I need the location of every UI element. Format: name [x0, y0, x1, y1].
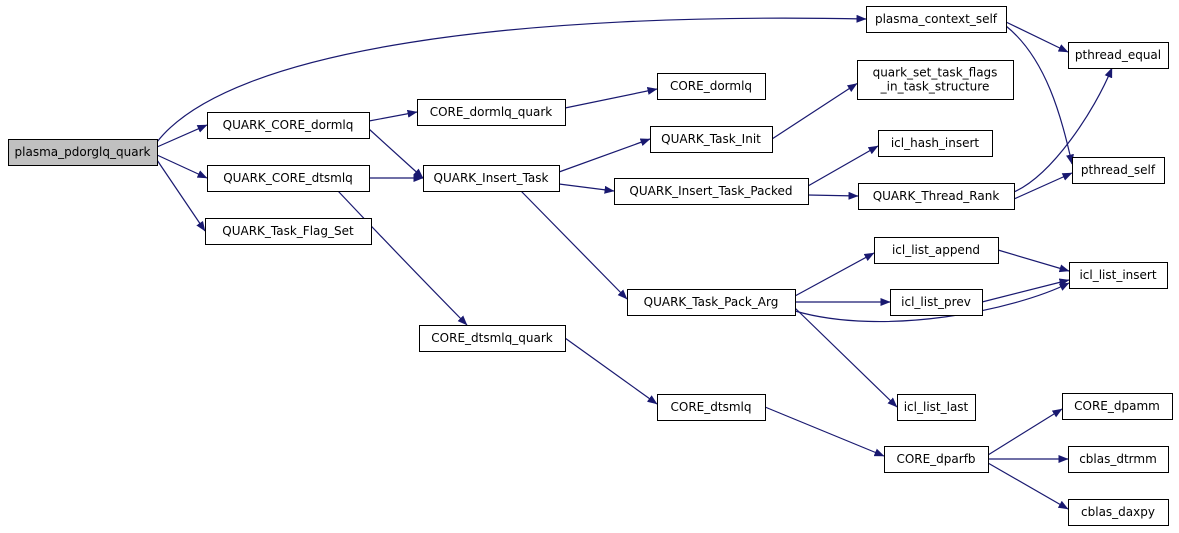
edge-plasma_context_self--pthread_equal	[1005, 21, 1069, 53]
node-QUARK_CORE_dormlq[interactable]: QUARK_CORE_dormlq	[207, 112, 370, 139]
node-plasma_pdorglq_quark[interactable]: plasma_pdorglq_quark	[8, 139, 158, 166]
node-QUARK_Thread_Rank[interactable]: QUARK_Thread_Rank	[858, 183, 1015, 210]
node-box-plasma_context_self[interactable]	[866, 6, 1007, 33]
edge-icl_list_append--icl_list_insert	[997, 249, 1070, 273]
node-QUARK_Insert_Task[interactable]: QUARK_Insert_Task	[423, 165, 560, 192]
edge-CORE_dparfb--CORE_dpamm	[987, 408, 1063, 456]
edge-plasma_pdorglq_quark--plasma_context_self	[156, 14, 867, 143]
edge-QUARK_Insert_Task--QUARK_Task_Init	[558, 138, 651, 173]
node-box-QUARK_Task_Pack_Arg[interactable]	[627, 289, 796, 316]
node-box-QUARK_Task_Init[interactable]	[650, 126, 773, 153]
node-QUARK_Insert_Task_Packed[interactable]: QUARK_Insert_Task_Packed	[614, 178, 809, 205]
node-box-QUARK_Insert_Task[interactable]	[423, 165, 560, 192]
node-box-cblas_dtrmm[interactable]	[1068, 446, 1169, 473]
node-cblas_daxpy[interactable]: cblas_daxpy	[1068, 499, 1169, 526]
node-plasma_context_self[interactable]: plasma_context_self	[866, 6, 1007, 33]
edge-QUARK_Task_Pack_Arg--icl_list_append	[794, 252, 875, 297]
node-pthread_self[interactable]: pthread_self	[1072, 157, 1165, 184]
edge-QUARK_Task_Init--quark_set_task_flags_in_task_structure	[771, 82, 858, 140]
edge-icl_list_prev--icl_list_insert	[981, 278, 1070, 303]
node-QUARK_Task_Pack_Arg[interactable]: QUARK_Task_Pack_Arg	[627, 289, 796, 316]
edge-QUARK_Thread_Rank--pthread_equal	[1013, 67, 1113, 193]
node-CORE_dormlq[interactable]: CORE_dormlq	[657, 73, 766, 100]
node-box-cblas_daxpy[interactable]	[1068, 499, 1169, 526]
edge-QUARK_Task_Pack_Arg--icl_list_insert	[794, 282, 1070, 323]
node-icl_list_insert[interactable]: icl_list_insert	[1069, 262, 1168, 289]
node-CORE_dtsmlq_quark[interactable]: CORE_dtsmlq_quark	[419, 325, 566, 352]
edge-plasma_context_self--pthread_self	[1005, 25, 1074, 165]
edge-QUARK_Task_Pack_Arg--icl_list_last	[794, 307, 898, 408]
node-QUARK_Task_Init[interactable]: QUARK_Task_Init	[650, 126, 773, 153]
edge-plasma_pdorglq_quark--QUARK_Task_Flag_Set	[156, 159, 206, 232]
edge-CORE_dtsmlq--CORE_dparfb	[764, 406, 885, 457]
edge-plasma_pdorglq_quark--QUARK_CORE_dtsmlq	[156, 154, 208, 179]
edge-CORE_dparfb--cblas_daxpy	[987, 462, 1069, 510]
node-box-CORE_dparfb[interactable]	[884, 446, 989, 473]
node-CORE_dtsmlq[interactable]: CORE_dtsmlq	[657, 394, 766, 421]
node-box-icl_list_append[interactable]	[874, 237, 999, 264]
node-box-plasma_pdorglq_quark[interactable]	[8, 139, 158, 166]
node-box-icl_hash_insert[interactable]	[878, 130, 993, 157]
node-box-quark_set_task_flags_in_task_structure[interactable]	[857, 60, 1014, 100]
node-box-CORE_dtsmlq_quark[interactable]	[419, 325, 566, 352]
node-icl_hash_insert[interactable]: icl_hash_insert	[878, 130, 993, 157]
node-box-QUARK_CORE_dtsmlq[interactable]	[207, 165, 370, 192]
edge-QUARK_Insert_Task--QUARK_Insert_Task_Packed	[558, 183, 615, 194]
node-box-pthread_equal[interactable]	[1068, 42, 1169, 69]
node-icl_list_prev[interactable]: icl_list_prev	[890, 289, 983, 316]
node-box-icl_list_last[interactable]	[897, 394, 976, 421]
node-icl_list_append[interactable]: icl_list_append	[874, 237, 999, 264]
edge-plasma_pdorglq_quark--QUARK_CORE_dormlq	[156, 124, 208, 148]
node-box-CORE_dpamm[interactable]	[1062, 393, 1173, 420]
node-box-QUARK_CORE_dormlq[interactable]	[207, 112, 370, 139]
node-box-CORE_dormlq[interactable]	[657, 73, 766, 100]
edge-QUARK_CORE_dormlq--CORE_dormlq_quark	[368, 109, 418, 122]
edges-layer	[156, 14, 1113, 510]
edge-QUARK_Insert_Task_Packed--icl_hash_insert	[807, 145, 879, 187]
node-box-CORE_dtsmlq[interactable]	[657, 394, 766, 421]
node-CORE_dormlq_quark[interactable]: CORE_dormlq_quark	[417, 99, 566, 126]
node-quark_set_task_flags_in_task_structure[interactable]: quark_set_task_flags_in_task_structure	[857, 60, 1014, 100]
edge-CORE_dormlq_quark--CORE_dormlq	[564, 87, 658, 109]
node-pthread_equal[interactable]: pthread_equal	[1068, 42, 1169, 69]
node-box-pthread_self[interactable]	[1072, 157, 1165, 184]
node-QUARK_Task_Flag_Set[interactable]: QUARK_Task_Flag_Set	[205, 218, 372, 245]
edge-QUARK_Insert_Task--QUARK_Task_Pack_Arg	[520, 190, 628, 300]
node-box-QUARK_Insert_Task_Packed[interactable]	[614, 178, 809, 205]
edge-QUARK_CORE_dtsmlq--CORE_dtsmlq_quark	[337, 190, 468, 326]
edge-QUARK_Insert_Task_Packed--QUARK_Thread_Rank	[807, 191, 859, 200]
node-CORE_dpamm[interactable]: CORE_dpamm	[1062, 393, 1173, 420]
node-box-QUARK_Thread_Rank[interactable]	[858, 183, 1015, 210]
edge-QUARK_CORE_dormlq--QUARK_Insert_Task	[368, 128, 424, 179]
node-box-icl_list_prev[interactable]	[890, 289, 983, 316]
node-cblas_dtrmm[interactable]: cblas_dtrmm	[1068, 446, 1169, 473]
nodes-layer: plasma_pdorglq_quark QUARK_CORE_dormlqQUA…	[8, 6, 1173, 526]
node-box-QUARK_Task_Flag_Set[interactable]	[205, 218, 372, 245]
node-CORE_dparfb[interactable]: CORE_dparfb	[884, 446, 989, 473]
node-box-icl_list_insert[interactable]	[1069, 262, 1168, 289]
edge-CORE_dtsmlq_quark--CORE_dtsmlq	[564, 337, 658, 405]
node-QUARK_CORE_dtsmlq[interactable]: QUARK_CORE_dtsmlq	[207, 165, 370, 192]
node-icl_list_last[interactable]: icl_list_last	[897, 394, 976, 421]
node-box-CORE_dormlq_quark[interactable]	[417, 99, 566, 126]
edge-QUARK_Thread_Rank--pthread_self	[1013, 172, 1073, 200]
